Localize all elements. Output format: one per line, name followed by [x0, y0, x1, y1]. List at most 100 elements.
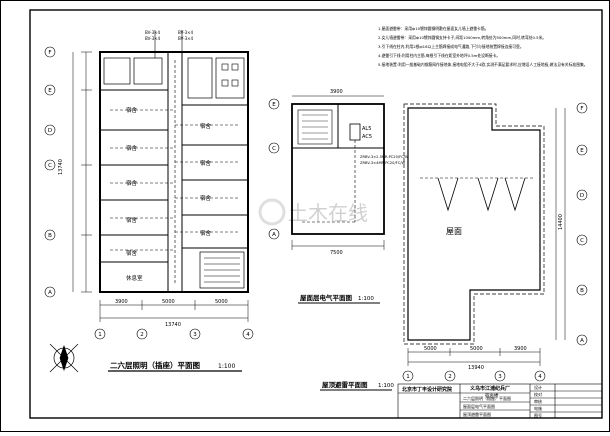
title-row-label: 图号	[534, 412, 542, 418]
mid-floor-plan	[291, 95, 385, 250]
axis-roof-bottom-1: 1	[402, 370, 414, 382]
axis-roof-D-label: D	[580, 193, 584, 199]
axis-roof-bottom-4-label: 4	[538, 374, 542, 380]
axis-left-D-label: D	[48, 128, 52, 134]
axis-mid-A-label: A	[272, 232, 276, 238]
room-label: 宿舍	[126, 106, 138, 114]
roof-dim-1: 5000	[424, 346, 437, 352]
axis-left-F-label: F	[48, 50, 51, 56]
axis-mid-E-label: E	[272, 102, 276, 108]
axis-roof-bottom-1-label: 1	[406, 374, 410, 380]
axis-roof-A-label: A	[580, 338, 584, 344]
axis-bottom-2-label: 2	[140, 332, 144, 338]
inner-border	[29, 9, 603, 419]
mid-tag-al5: AL5	[362, 126, 371, 132]
roof-label: 屋面	[446, 227, 462, 236]
roof-bottom-axis-bubbles: 1 2 3 4	[402, 370, 546, 382]
axis-roof-B: B	[576, 284, 588, 296]
north-arrow-icon	[49, 343, 79, 373]
cable-tag-2: BV-3×4	[178, 30, 193, 35]
note-line: 2.女儿墙避雷带：采用ф10镀锌圆钢支持卡子,间距1000mm,转角处为500m…	[378, 35, 546, 40]
axis-roof-D: D	[576, 189, 588, 201]
title-row-label: 电施	[534, 405, 542, 411]
title-drawing-3: 屋顶避雷平面图	[463, 411, 491, 417]
room-label: 宿舍	[200, 229, 212, 237]
dim-left-total: 13740	[165, 322, 181, 328]
axis-bottom-3-label: 3	[193, 332, 197, 338]
mid-plan-scale: 1:100	[358, 296, 374, 302]
left-bottom-axis-bubbles: 1 2 3 4	[94, 328, 254, 340]
axis-mid-A: A	[268, 228, 280, 240]
axis-roof-bottom-3: 3	[494, 370, 506, 382]
roof-dim-side: 14400	[558, 214, 564, 230]
room-label: 宿舍	[126, 216, 138, 224]
axis-roof-A: A	[576, 334, 588, 346]
room-label: 宿舍	[126, 249, 138, 257]
left-plan-dimensions	[72, 51, 249, 322]
note-line: 4.避雷引下线:利用柱内主筋,每根引下线在距室外地坪0.5m处设断接卡。	[378, 53, 500, 58]
axis-left-B-label: B	[48, 233, 52, 239]
room-label: 宿舍	[126, 179, 138, 187]
cable-tag-1: BV-3×4	[145, 30, 160, 35]
axis-left-D: D	[44, 124, 56, 136]
project-name-2: 宿舍楼	[485, 392, 499, 399]
left-plan-title: 二六层照明（插座）平面图	[110, 360, 200, 370]
room-label: 休息室	[126, 274, 143, 282]
axis-roof-C-label: C	[580, 238, 584, 244]
dim-left-vertical: 13740	[58, 159, 64, 175]
axis-roof-B-label: B	[580, 288, 584, 294]
room-label: 宿舍	[200, 159, 212, 167]
axis-roof-bottom-4: 4	[534, 370, 546, 382]
axis-mid-C: C	[268, 142, 280, 154]
title-row-label: 校对	[534, 391, 542, 397]
roof-plan-scale: 1:100	[378, 383, 394, 389]
room-label: 宿舍	[126, 144, 138, 152]
project-name: 义乌市江浦纪兵厂	[469, 385, 510, 392]
axis-roof-bottom-2-label: 2	[448, 374, 452, 380]
axis-left-A-label: A	[48, 290, 52, 296]
axis-bottom-2: 2	[136, 328, 148, 340]
axis-left-C: C	[44, 159, 56, 171]
roof-dim-3: 3900	[514, 346, 527, 352]
dim-left-3: 5000	[215, 299, 228, 305]
axis-roof-bottom-3-label: 3	[498, 374, 502, 380]
roof-dim-total: 13940	[468, 365, 484, 371]
axis-left-A: A	[44, 286, 56, 298]
cable-tag-3: BV-3×4	[145, 36, 160, 41]
axis-left-F: F	[44, 46, 56, 58]
axis-roof-C: C	[576, 234, 588, 246]
note-line: 5.接地装置:利用一般基础内钢筋网作接地体,接地电阻不大于4欧,实测不满足要求时…	[378, 62, 588, 67]
axis-bottom-3: 3	[189, 328, 201, 340]
mid-tag-ac5: AC5	[362, 134, 372, 140]
room-label: 宿舍	[200, 122, 212, 130]
axis-bottom-4-label: 4	[246, 332, 250, 338]
axis-mid-C-label: C	[272, 146, 276, 152]
company-name: 北京市丁丰设计研究院	[402, 386, 452, 393]
roof-plan	[403, 103, 566, 366]
axis-roof-bottom-2: 2	[444, 370, 456, 382]
axis-mid-E: E	[268, 98, 280, 110]
axis-bottom-1-label: 1	[98, 332, 102, 338]
axis-left-B: B	[44, 229, 56, 241]
watermark-text: 土木在线	[288, 201, 368, 225]
title-row-label: 设计	[534, 384, 542, 390]
note-line: 1.屋面避雷带：采用ф10镀锌圆钢明敷在屋面女儿墙上避雷卡筋。	[378, 26, 488, 31]
notes-block: 1.屋面避雷带：采用ф10镀锌圆钢明敷在屋面女儿墙上避雷卡筋。 2.女儿墙避雷带：…	[378, 26, 588, 67]
note-line: 3.引下线在柱内,利用2根ф16以上主筋焊接成电气通路,下引与接地装置焊接连接可…	[378, 44, 524, 49]
left-plan-scale: 1:100	[218, 363, 235, 370]
watermark: 土木在线	[258, 198, 368, 226]
mid-cable-note-1: ZRBV-3×2.5MR-PC20/FC/W	[360, 155, 409, 159]
cable-tag-4: BV-3×4	[178, 36, 193, 41]
mid-dim-bottom: 7500	[330, 250, 343, 256]
mid-side-axis-bubbles: E C A	[268, 98, 280, 240]
axis-bottom-1: 1	[94, 328, 106, 340]
axis-bottom-4: 4	[242, 328, 254, 340]
room-label: 宿舍	[200, 194, 212, 202]
title-drawing-1: 二六层照明（插座）平面图	[463, 395, 511, 401]
title-drawing-2: 屋面层电气平面图	[463, 403, 495, 409]
mid-cable-note-2: ZRBV-3×4MR-PC20/FC/W	[360, 161, 405, 165]
axis-roof-F-label: F	[580, 106, 583, 112]
